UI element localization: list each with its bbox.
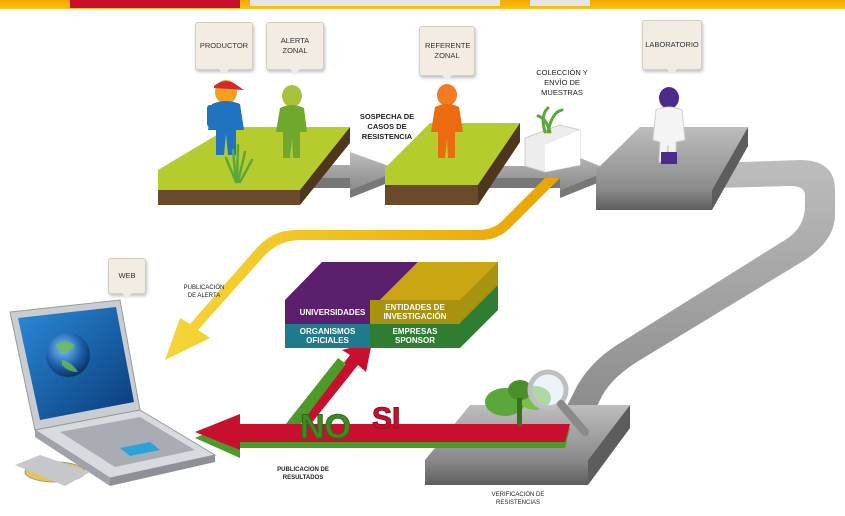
callout-referente-zonal: REFERENTE ZONAL [419, 26, 475, 81]
label-verificacion: VERIFICACIÓN DE RESISTENCIAS [491, 492, 545, 506]
callout-laboratorio: LABORATORIO [642, 20, 702, 75]
label-publicacion-resultados: PUBLICACION DE RESULTADOS [277, 467, 329, 481]
person-alerta-zonal [276, 85, 307, 158]
laptop [9, 299, 217, 486]
callout-alerta-zonal: ALERTA ZONAL [266, 22, 324, 75]
label-publicacion-alerta: PUBLICACIÓN DE ALERTA [183, 285, 225, 299]
top-banner-grey-block [250, 0, 500, 6]
label-si: SI [372, 402, 400, 435]
callout-web: WEB [108, 258, 146, 299]
sample-box [524, 106, 581, 173]
box-universidades: UNIVERSIDADES [285, 300, 380, 324]
top-banner-strip [0, 0, 845, 9]
person-laboratorio [652, 87, 686, 164]
label-coleccion: COLECCIÓN Y ENVÍO DE MUESTRAS [536, 68, 588, 97]
person-productor [207, 80, 244, 155]
grass-tuft-1 [224, 143, 254, 184]
callout-productor: PRODUCTOR [195, 22, 253, 75]
results-arrow [195, 414, 570, 458]
yellow-alert-arrow [165, 178, 560, 360]
institutions-block [285, 262, 498, 348]
top-banner-grey-block-2 [530, 0, 590, 6]
top-banner-red-block [70, 0, 240, 8]
platform-referente [385, 123, 520, 205]
box-organismos: ORGANISMOS OFICIALES [285, 324, 370, 348]
box-entidades: ENTIDADES DE INVESTIGACIÓN [370, 300, 460, 324]
box-empresas: EMPRESAS SPONSOR [370, 324, 460, 348]
label-no: NO [300, 408, 351, 446]
plant-magnifier [485, 369, 589, 436]
grey-connector-1 [310, 152, 400, 198]
green-up-arrow [285, 342, 372, 425]
platform-productor [158, 127, 350, 205]
label-sospecha: SOSPECHA DE CASOS DE RESISTENCIA [359, 112, 415, 141]
person-referente-zonal [431, 84, 463, 158]
